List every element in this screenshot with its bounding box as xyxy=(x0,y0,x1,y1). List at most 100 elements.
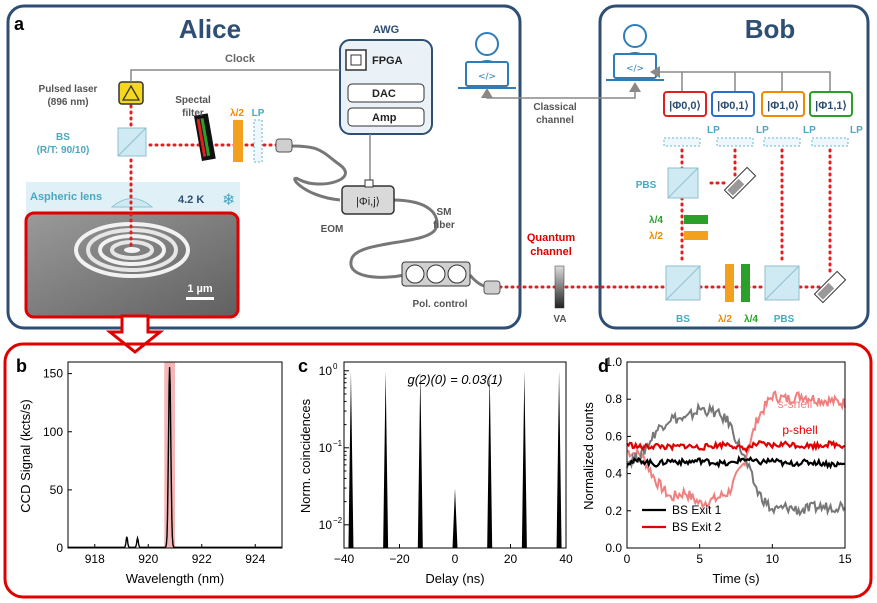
ytick-label-c: 10 xyxy=(319,441,333,455)
xtick-label-b: 920 xyxy=(138,552,158,566)
ylabel-c: Norm. coincidences xyxy=(298,398,313,513)
clock-label: Clock xyxy=(225,53,256,65)
coincidence-peak xyxy=(487,370,493,548)
fiber-coupler-out xyxy=(483,280,501,295)
dac-label: DAC xyxy=(372,88,396,100)
spectral-filter-label-1: Spectal xyxy=(175,95,211,106)
alice-polarizer xyxy=(253,119,263,163)
legend-label: BS Exit 2 xyxy=(672,520,722,534)
ytick-label-d: 0.2 xyxy=(605,504,622,518)
snowflake-icon: ❄ xyxy=(222,190,235,209)
bob-lambda2-label-top: λ/2 xyxy=(649,231,663,242)
bob-state-label: |Φ0,1⟩ xyxy=(717,100,749,112)
ytick-exponent-c: 0 xyxy=(333,362,338,371)
xtick-label-c: 40 xyxy=(559,552,573,566)
panel-letter-c: c xyxy=(298,356,308,376)
ytick-label-c: 10 xyxy=(319,518,333,532)
va-label: VA xyxy=(553,314,566,325)
xlabel-d: Time (s) xyxy=(712,571,759,586)
ytick-label-b: 0 xyxy=(56,541,63,555)
g2-annotation: g(2)(0) = 0.03(1) xyxy=(407,372,502,387)
spectral-filter xyxy=(193,113,216,162)
fiber-coupler-in xyxy=(275,138,293,153)
bob-lp-label-4: LP xyxy=(850,125,863,136)
bob-mirror-bottom xyxy=(813,270,847,304)
xtick-label-d: 5 xyxy=(696,552,703,566)
alice-lambda2-label: λ/2 xyxy=(230,108,244,119)
bob-state-box xyxy=(809,91,853,117)
ytick-label-d: 0.6 xyxy=(605,429,622,443)
xlabel-c: Delay (ns) xyxy=(425,571,484,586)
xtick-label-d: 15 xyxy=(838,552,852,566)
temperature-label: 4.2 K xyxy=(178,194,204,206)
sm-fiber xyxy=(349,198,439,279)
axes-c xyxy=(343,361,567,549)
axes-b xyxy=(67,361,283,549)
variable-attenuator xyxy=(554,265,565,309)
aspheric-lens-label: Aspheric lens xyxy=(30,191,102,203)
lower-panel-frame xyxy=(3,342,873,599)
pol-control-label: Pol. control xyxy=(413,299,468,310)
ytick-label-d: 0.8 xyxy=(605,392,622,406)
ytick-label-b: 150 xyxy=(43,367,63,381)
bs-alice-label-1: BS xyxy=(56,132,70,143)
xtick-label-b: 918 xyxy=(85,552,105,566)
bob-state-bus xyxy=(681,71,831,92)
xtick-label-c: 20 xyxy=(504,552,518,566)
sm-fiber-label-2: fiber xyxy=(433,220,455,231)
zoom-arrow xyxy=(105,314,165,354)
coincidence-peak xyxy=(417,370,423,548)
bob-pbs-top-label: PBS xyxy=(636,180,657,191)
coincidence-peak xyxy=(348,370,354,548)
spectral-filter-label-2: filter xyxy=(182,108,204,119)
bob-state-label: |Φ1,0⟩ xyxy=(767,100,799,112)
laser-label-2: (896 nm) xyxy=(47,97,88,108)
bob-lp-label-3: LP xyxy=(803,125,816,136)
bob-computer-icon xyxy=(606,24,664,81)
fiber-to-eom xyxy=(289,144,347,202)
coincidence-peak xyxy=(383,370,389,548)
bob-state-box xyxy=(663,91,707,117)
bs-alice-label-2: (R/T: 90/10) xyxy=(37,145,90,156)
panel-letter-a: a xyxy=(14,14,25,34)
spectrum-line xyxy=(67,367,282,548)
trace-line xyxy=(626,439,846,454)
panel-a: a Alice Bob Aspheric lens 4.2 K ❄ 1 µm xyxy=(6,4,870,354)
ylabel-b: CCD Signal (kcts/s) xyxy=(18,399,33,512)
legend-label: BS Exit 1 xyxy=(672,503,722,517)
bob-code-glyph: </> xyxy=(626,64,644,74)
xlabel-b: Wavelength (nm) xyxy=(126,571,225,586)
bob-bs-label: BS xyxy=(676,314,690,325)
highlight-band xyxy=(164,362,175,548)
alice-lp-label: LP xyxy=(252,108,265,119)
alice-code-glyph: </> xyxy=(478,72,496,82)
bob-half-waveplate-top xyxy=(684,231,708,240)
ytick-label-b: 50 xyxy=(50,483,64,497)
ytick-label-d: 0.0 xyxy=(605,541,622,555)
legend-d: BS Exit 1 BS Exit 2 xyxy=(642,503,722,534)
ytick-label-c: 10 xyxy=(319,364,333,378)
sm-fiber-label-1: SM xyxy=(437,207,452,218)
classical-channel-label-1: Classical xyxy=(533,102,577,113)
bob-lp-label-2: LP xyxy=(756,125,769,136)
bob-lambda2-label: λ/2 xyxy=(718,314,732,325)
p-shell-label: p-shell xyxy=(782,423,817,437)
eom-state-label: |Φi,j⟩ xyxy=(356,196,380,208)
xtick-label-c: 0 xyxy=(452,552,459,566)
bob-lambda4-label-top: λ/4 xyxy=(649,215,663,226)
bob-polarizers xyxy=(663,137,849,147)
xtick-label-d: 10 xyxy=(766,552,780,566)
bob-pbs-bottom-label: PBS xyxy=(774,314,795,325)
panel-letter-d: d xyxy=(598,356,609,376)
ytick-exponent-c: −1 xyxy=(333,439,343,448)
amp-label: Amp xyxy=(372,112,397,124)
trace-line xyxy=(626,401,846,517)
bob-state-label: |Φ0,0⟩ xyxy=(669,100,701,112)
clock-line xyxy=(130,69,340,82)
quantum-channel-label-1: Quantum xyxy=(527,232,575,244)
coincidence-peak xyxy=(521,370,527,548)
bob-mirror-top xyxy=(723,166,757,200)
ytick-exponent-c: −2 xyxy=(333,516,343,525)
bob-state-box xyxy=(711,91,755,117)
